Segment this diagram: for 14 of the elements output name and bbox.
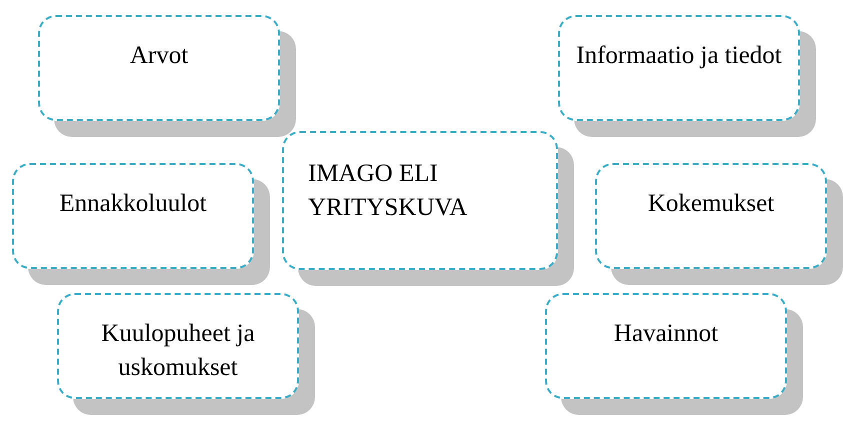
- card: [558, 15, 816, 137]
- card: [282, 131, 574, 286]
- card: [38, 15, 296, 137]
- box-text: Kuulopuheet ja uskomukset: [100, 319, 256, 383]
- box-text: Kokemukset: [648, 189, 774, 219]
- card: [57, 293, 315, 415]
- box-text: Arvot: [130, 41, 188, 71]
- box-text: Havainnot: [614, 319, 718, 349]
- central-title: IMAGO ELI YRITYSKUVA: [308, 159, 468, 223]
- box-text: Informaatio ja tiedot: [576, 41, 782, 71]
- card: [545, 293, 803, 415]
- card: [12, 163, 270, 285]
- card: [595, 163, 843, 285]
- box-text: Ennakkoluulot: [59, 189, 207, 219]
